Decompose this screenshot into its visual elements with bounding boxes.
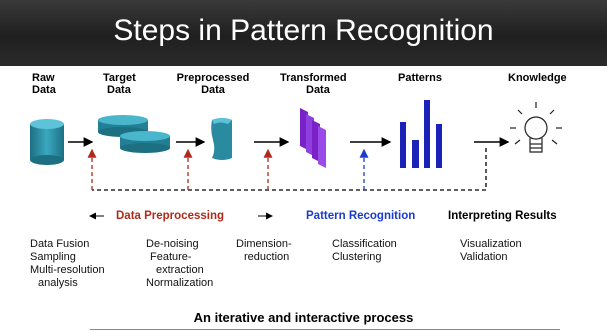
task-column-preprocessing-1: Data Fusion Sampling Multi-resolution an… — [30, 238, 105, 290]
data-disks-icon — [98, 115, 170, 153]
stage-label-line: Patterns — [398, 72, 443, 84]
stage-label-target: Target Data — [103, 72, 136, 96]
stage-label-line: Raw — [32, 72, 55, 84]
task-column-interpreting: Visualization Validation — [460, 238, 522, 264]
task-column-preprocessing-3: Dimension- reduction — [236, 238, 292, 264]
task-item: Dimension- — [236, 238, 292, 250]
task-item: Multi-resolution — [30, 264, 105, 276]
task-item: Validation — [460, 251, 508, 263]
task-item: Sampling — [30, 251, 76, 263]
stage-label-line: Data — [32, 84, 56, 96]
phase-pattern-recognition: Pattern Recognition — [306, 210, 416, 222]
task-item: Normalization — [146, 277, 214, 289]
task-item: analysis — [38, 277, 78, 289]
title-bar: Steps in Pattern Recognition — [0, 0, 607, 66]
stage-label-line: Transformed — [280, 72, 347, 84]
stage-label-line: Data — [107, 84, 131, 96]
stage-label-line: Target — [103, 72, 136, 84]
footer-rule — [90, 329, 560, 330]
feedback-loop — [87, 148, 487, 191]
task-item: De-noising — [146, 238, 199, 250]
phase-data-preprocessing: Data Preprocessing — [116, 210, 225, 222]
task-column-recognition: Classification Clustering — [332, 238, 397, 264]
database-cylinder-icon — [30, 119, 64, 165]
stage-label-raw: Raw Data — [32, 72, 56, 96]
task-item: Feature- — [150, 251, 192, 263]
stage-label-preprocessed: Preprocessed Data — [170, 72, 256, 96]
stage-label-patterns: Patterns — [398, 72, 442, 84]
task-item: Visualization — [460, 238, 522, 250]
stage-label-transformed: Transformed Data — [280, 72, 347, 96]
lightbulb-icon — [510, 102, 562, 153]
stage-label-knowledge: Knowledge — [508, 72, 567, 84]
phase-interpreting-results: Interpreting Results — [448, 210, 557, 222]
stage-label-line: Data — [201, 84, 225, 96]
stage-label-line: Data — [306, 84, 330, 96]
task-item: reduction — [244, 251, 290, 263]
task-item: Clustering — [332, 251, 382, 263]
transformed-stack-icon — [300, 108, 326, 168]
bar-patterns-icon — [400, 100, 442, 168]
preprocessed-sheet-icon — [211, 118, 232, 160]
task-item: extraction — [156, 264, 204, 276]
task-item: Classification — [332, 238, 397, 250]
slide-title: Steps in Pattern Recognition — [113, 14, 494, 47]
footer-caption: An iterative and interactive process — [193, 310, 414, 325]
task-column-preprocessing-2: De-noising Feature- extraction Normaliza… — [146, 238, 213, 290]
stage-label-line: Preprocessed — [176, 72, 250, 84]
task-item: Data Fusion — [30, 238, 90, 250]
stage-label-line: Knowledge — [508, 72, 567, 84]
